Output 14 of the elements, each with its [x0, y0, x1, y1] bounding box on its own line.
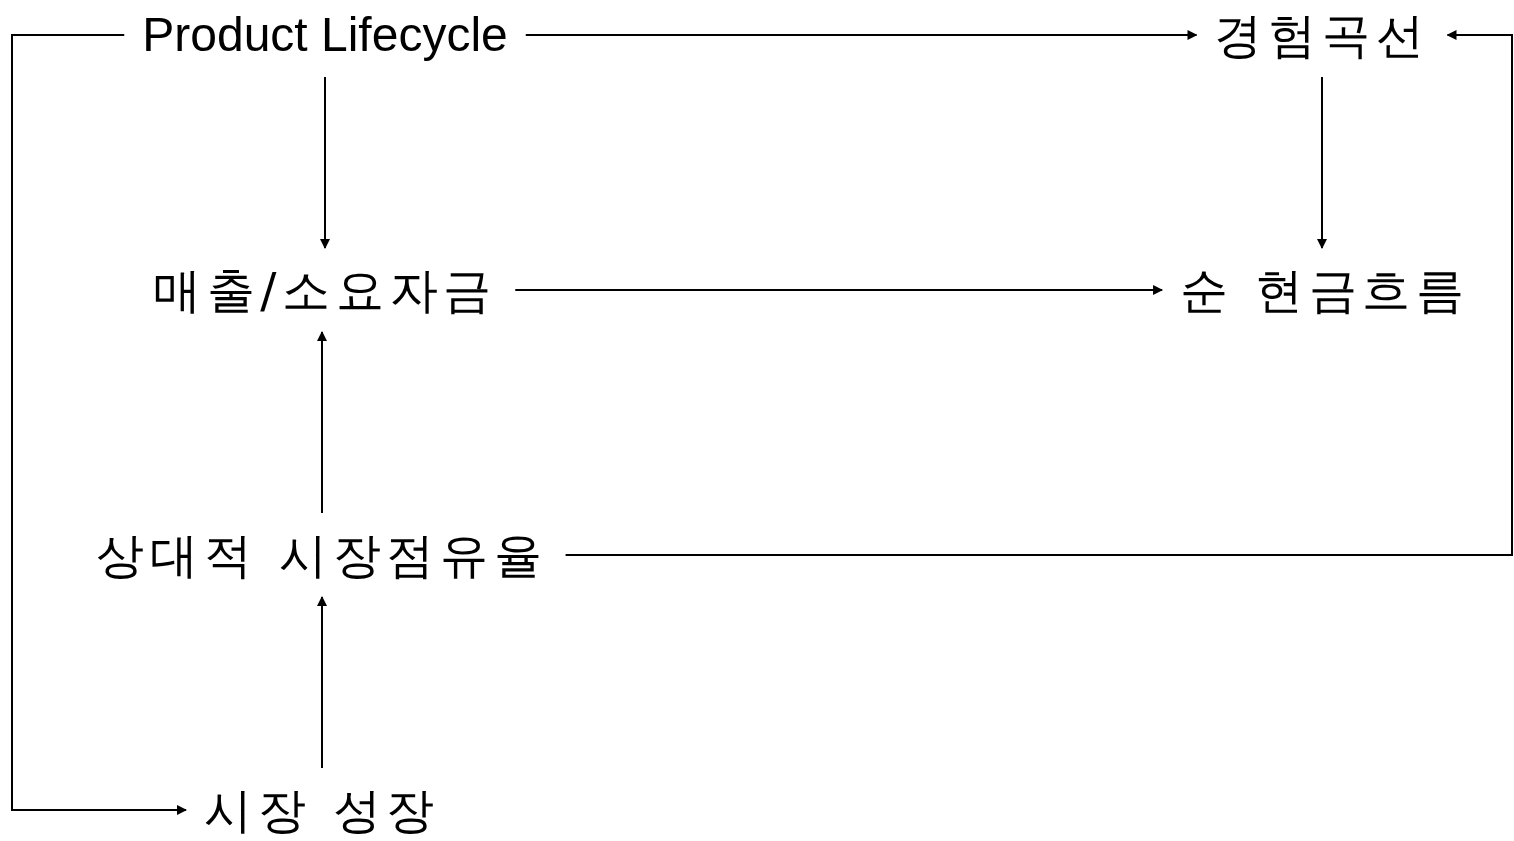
node-label: 시장 성장: [203, 786, 441, 834]
node-label: 상대적 시장점유율: [96, 531, 548, 579]
node-label: 경험곡선: [1214, 11, 1430, 59]
arrow: [320, 76, 330, 249]
arrow: [564, 30, 1513, 556]
arrow: [514, 285, 1164, 295]
arrow: [317, 331, 327, 514]
arrow: [11, 34, 187, 815]
node-label: 순 현금흐름: [1180, 266, 1470, 314]
arrow: [524, 30, 1198, 40]
arrow: [1317, 76, 1327, 249]
arrow: [317, 596, 327, 769]
node-label: 매출/소요자금: [152, 266, 498, 314]
node-label: Product Lifecycle: [142, 11, 508, 59]
